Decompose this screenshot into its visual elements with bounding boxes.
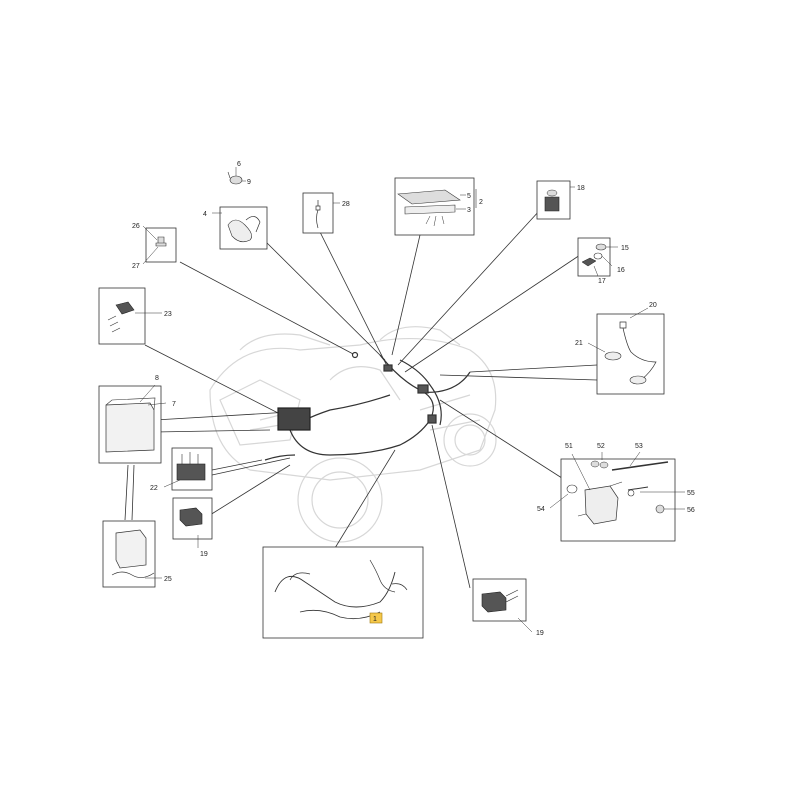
label-7: 7 (172, 401, 176, 408)
label-9: 9 (247, 179, 251, 186)
label-21: 21 (575, 340, 583, 347)
label-2: 2 (479, 199, 483, 206)
leader-wires (124, 209, 598, 589)
part-box-18 (536, 180, 575, 220)
label-1: 1 (373, 616, 377, 623)
label-28: 28 (342, 201, 350, 208)
label-51: 51 (565, 443, 573, 450)
label-18: 18 (577, 185, 585, 192)
label-22: 22 (150, 485, 158, 492)
label-53: 53 (635, 443, 643, 450)
label-5: 5 (467, 193, 471, 200)
label-17: 17 (598, 278, 606, 285)
label-56: 56 (687, 507, 695, 514)
label-23: 23 (164, 311, 172, 318)
label-20: 20 (649, 302, 657, 309)
label-6: 6 (237, 161, 241, 168)
label-55: 55 (687, 490, 695, 497)
label-4: 4 (203, 211, 207, 218)
tractor-background (209, 326, 497, 543)
part-box-19-right (472, 578, 533, 633)
part-box-4-6-9 (212, 167, 268, 250)
label-15: 15 (621, 245, 629, 252)
label-3: 3 (467, 207, 471, 214)
part-box-25 (102, 520, 162, 588)
label-27: 27 (132, 263, 140, 270)
part-box-22 (163, 447, 213, 491)
part-box-19-left (172, 497, 213, 548)
label-8: 8 (155, 375, 159, 382)
part-box-20-21 (587, 307, 665, 395)
main-harness-bundle (264, 351, 471, 461)
part-box-51-56 (549, 451, 685, 542)
part-box-7-8 (98, 384, 167, 464)
part-box-26-27 (142, 225, 177, 265)
part-box-15-16-17 (577, 237, 618, 277)
part-box-23 (98, 287, 162, 345)
label-19-left: 19 (200, 551, 208, 558)
label-54: 54 (537, 506, 545, 513)
label-19-right: 19 (536, 630, 544, 637)
label-25: 25 (164, 576, 172, 583)
label-52: 52 (597, 443, 605, 450)
part-box-2-3-5 (394, 177, 477, 236)
label-16: 16 (617, 267, 625, 274)
label-26: 26 (132, 223, 140, 230)
part-box-28 (302, 192, 340, 234)
part-box-1 (262, 546, 424, 639)
